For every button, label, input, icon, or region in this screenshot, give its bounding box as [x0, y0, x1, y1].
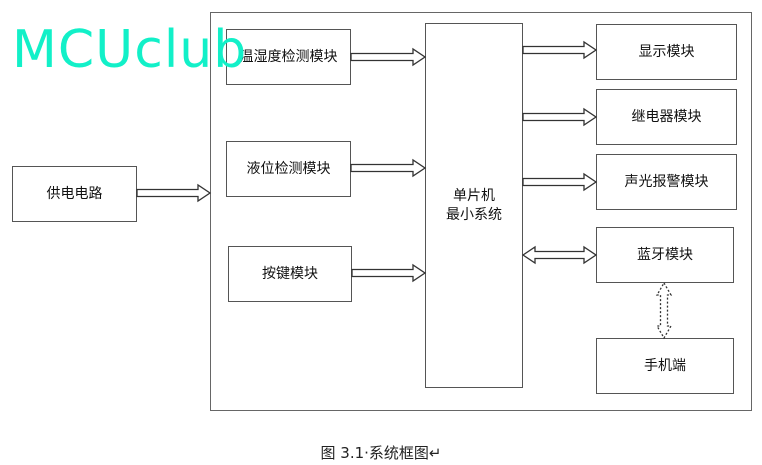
mcu-minimum-system-box: 单片机 最小系统 [425, 23, 523, 388]
system-frame [210, 12, 752, 411]
key-module-label: 按键模块 [262, 265, 318, 282]
phone-label: 手机端 [644, 357, 686, 374]
phone-box: 手机端 [596, 338, 734, 394]
mcu-line1: 单片机 [453, 187, 495, 204]
arrow-level-to-mcu [350, 158, 427, 178]
power-circuit-box: 供电电路 [12, 166, 137, 222]
bluetooth-module-box: 蓝牙模块 [596, 227, 734, 283]
arrow-mcu-to-display [522, 40, 598, 60]
power-circuit-label: 供电电路 [46, 185, 103, 202]
liquid-level-label: 液位检测模块 [246, 160, 331, 177]
relay-module-box: 继电器模块 [596, 89, 737, 145]
arrow-bluetooth-phone-wireless [655, 281, 673, 340]
arrow-mcu-to-alarm [522, 172, 598, 192]
relay-module-label: 继电器模块 [631, 108, 702, 125]
temp-humidity-label: 温湿度检测模块 [239, 48, 338, 65]
temp-humidity-module-box: 温湿度检测模块 [226, 29, 351, 85]
arrow-temp-to-mcu [350, 47, 427, 67]
alarm-module-label: 声光报警模块 [624, 173, 709, 190]
liquid-level-module-box: 液位检测模块 [226, 141, 351, 197]
bluetooth-module-label: 蓝牙模块 [637, 246, 693, 263]
figure-caption: 图 3.1·系统框图↵ [320, 444, 442, 462]
mcu-line2: 最小系统 [446, 206, 502, 223]
display-module-box: 显示模块 [596, 24, 737, 80]
alarm-module-box: 声光报警模块 [596, 154, 737, 210]
arrow-mcu-to-relay [522, 107, 598, 127]
arrow-key-to-mcu [351, 263, 427, 283]
arrow-power-to-system [136, 183, 212, 203]
display-module-label: 显示模块 [638, 43, 695, 60]
arrow-mcu-bluetooth-bidirectional [521, 245, 598, 265]
